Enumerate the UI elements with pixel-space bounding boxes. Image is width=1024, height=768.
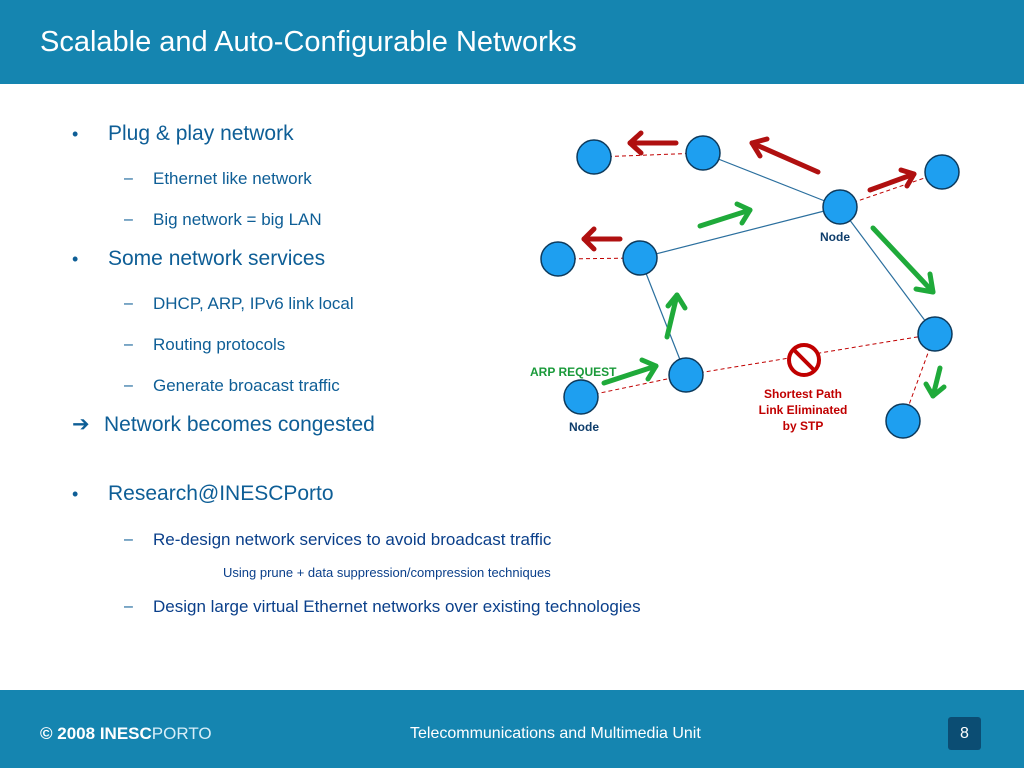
- dash-1: –: [124, 170, 133, 187]
- arp-arrow: [870, 225, 936, 295]
- dash-5: –: [124, 377, 133, 394]
- footer-unit: Telecommunications and Multimedia Unit: [410, 725, 701, 742]
- org-name: INESCPORTO: [100, 724, 212, 743]
- bullet-dot-2: •: [72, 249, 79, 269]
- link: [639, 257, 687, 376]
- stp-label-line: Shortest Path: [763, 387, 842, 401]
- network-node: [917, 316, 953, 352]
- dashed-link: [580, 374, 687, 398]
- sub-routing: Routing protocols: [153, 335, 286, 354]
- slide-footer: © 2008 INESCPORTO Telecommunications and…: [0, 690, 1024, 768]
- conclusion-text: Network becomes congested: [104, 413, 375, 436]
- dash-4: –: [124, 336, 133, 353]
- network-node: [540, 241, 576, 277]
- research-virtual-ethernet: Design large virtual Ethernet networks o…: [153, 597, 641, 616]
- arp-arrow: [601, 357, 659, 386]
- network-node-bottom: [563, 379, 599, 415]
- arp-arrow: [697, 201, 753, 229]
- sub-dhcp-arp: DHCP, ARP, IPv6 link local: [153, 294, 354, 313]
- stp-label-line: Link Eliminated: [758, 403, 848, 417]
- network-node: [885, 403, 921, 439]
- stp-eliminated-label: Shortest Path Link Eliminated by STP: [743, 386, 863, 434]
- network-node: [668, 357, 704, 393]
- conclusion-arrow-icon: ➔: [72, 413, 90, 436]
- broadcast-arrow: [749, 136, 821, 175]
- network-node: [685, 135, 721, 171]
- sub-broadcast: Generate broacast traffic: [153, 376, 340, 395]
- dash-3: –: [124, 295, 133, 312]
- broadcast-arrow: [627, 130, 679, 156]
- research-redesign-note: Using prune + data suppression/compressi…: [223, 565, 551, 580]
- network-node: [576, 139, 612, 175]
- bullet-plug-and-play: Plug & play network: [108, 122, 294, 145]
- bullet-research: Research@INESCPorto: [108, 482, 334, 505]
- bullet-network-services: Some network services: [108, 247, 326, 270]
- page-number: 8: [948, 717, 981, 750]
- node-label-bottom: Node: [569, 420, 599, 434]
- link: [702, 152, 841, 208]
- slide-header: Scalable and Auto-Configurable Networks: [0, 0, 1024, 84]
- dash-6: –: [124, 531, 133, 548]
- link: [839, 206, 936, 335]
- copyright: © 2008 INESCPORTO: [40, 724, 212, 744]
- prohibited-icon: [787, 343, 821, 377]
- dash-7: –: [124, 598, 133, 615]
- arp-arrow: [923, 365, 947, 399]
- sub-ethernet-like: Ethernet like network: [153, 169, 312, 188]
- broadcast-arrow: [581, 226, 623, 252]
- network-node-top: [822, 189, 858, 225]
- broadcast-arrow: [867, 167, 917, 193]
- research-redesign: Re-design network services to avoid broa…: [153, 530, 552, 549]
- stp-label-line: by STP: [782, 419, 824, 433]
- bullet-dot-1: •: [72, 124, 79, 144]
- org-part-inesc: INESC: [99, 724, 152, 743]
- link: [639, 206, 841, 259]
- network-node: [622, 240, 658, 276]
- org-part-porto: PORTO: [151, 724, 212, 743]
- arp-arrow: [664, 292, 688, 340]
- network-diagram: [540, 130, 960, 439]
- bullet-dot-3: •: [72, 484, 79, 504]
- node-label-top: Node: [820, 230, 850, 244]
- copyright-year: © 2008: [40, 724, 96, 743]
- dash-2: –: [124, 211, 133, 228]
- sub-big-network: Big network = big LAN: [153, 210, 322, 229]
- arp-request-label: ARP REQUEST: [530, 365, 617, 379]
- dashed-link: [839, 171, 943, 208]
- network-node: [924, 154, 960, 190]
- slide-title: Scalable and Auto-Configurable Networks: [40, 26, 577, 58]
